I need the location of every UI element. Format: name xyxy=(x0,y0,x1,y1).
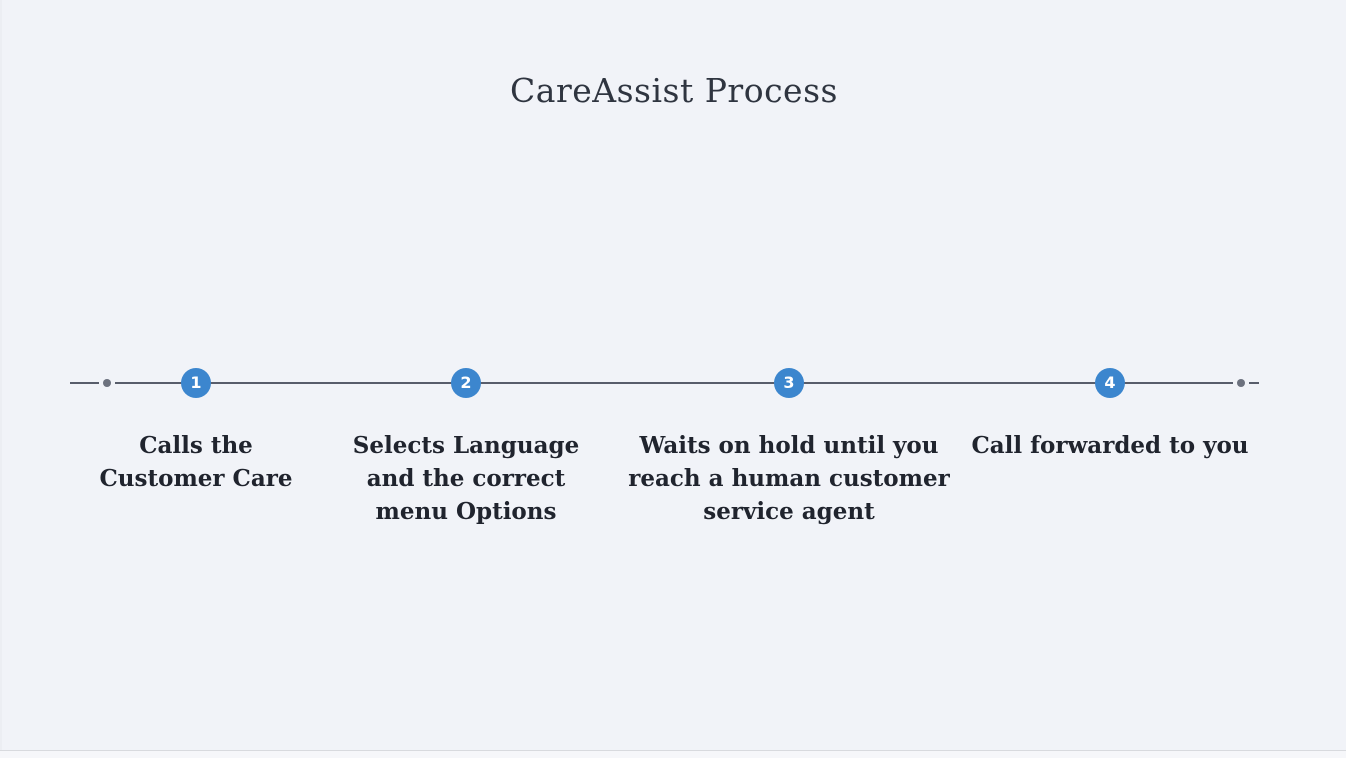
step-2-label-line: Selects Language xyxy=(352,432,580,459)
timeline-line-right-cap xyxy=(1249,382,1259,384)
step-1-label-line: Calls the xyxy=(139,432,253,459)
step-2-label-line: and the correct xyxy=(366,465,566,492)
step-4-label-line: Call forwarded to you xyxy=(971,432,1249,459)
step-1-marker: 1 xyxy=(181,368,211,398)
step-3-label-line: Waits on hold until you xyxy=(639,432,939,459)
step-3-marker: 3 xyxy=(774,368,804,398)
step-1-number: 1 xyxy=(190,373,202,392)
step-4-marker: 4 xyxy=(1095,368,1125,398)
step-1-label: Calls the Customer Care xyxy=(26,429,366,495)
step-4-label: Call forwarded to you xyxy=(940,429,1280,462)
canvas-bottom-edge xyxy=(0,750,1346,758)
step-3-label: Waits on hold until you reach a human cu… xyxy=(619,429,959,528)
step-2-number: 2 xyxy=(460,373,472,392)
step-4-number: 4 xyxy=(1104,373,1116,392)
timeline-line xyxy=(115,382,1233,384)
step-3-number: 3 xyxy=(783,373,795,392)
step-1-label-line: Customer Care xyxy=(99,465,293,492)
timeline-start-dot xyxy=(103,379,111,387)
timeline-end-dot xyxy=(1237,379,1245,387)
step-2-label: Selects Language and the correct menu Op… xyxy=(296,429,636,528)
step-3-label-line: reach a human customer xyxy=(628,465,950,492)
timeline-line-left-cap xyxy=(70,382,99,384)
step-2-label-line: menu Options xyxy=(375,498,557,525)
step-2-marker: 2 xyxy=(451,368,481,398)
step-3-label-line: service agent xyxy=(703,498,875,525)
page-title: CareAssist Process xyxy=(510,71,838,110)
